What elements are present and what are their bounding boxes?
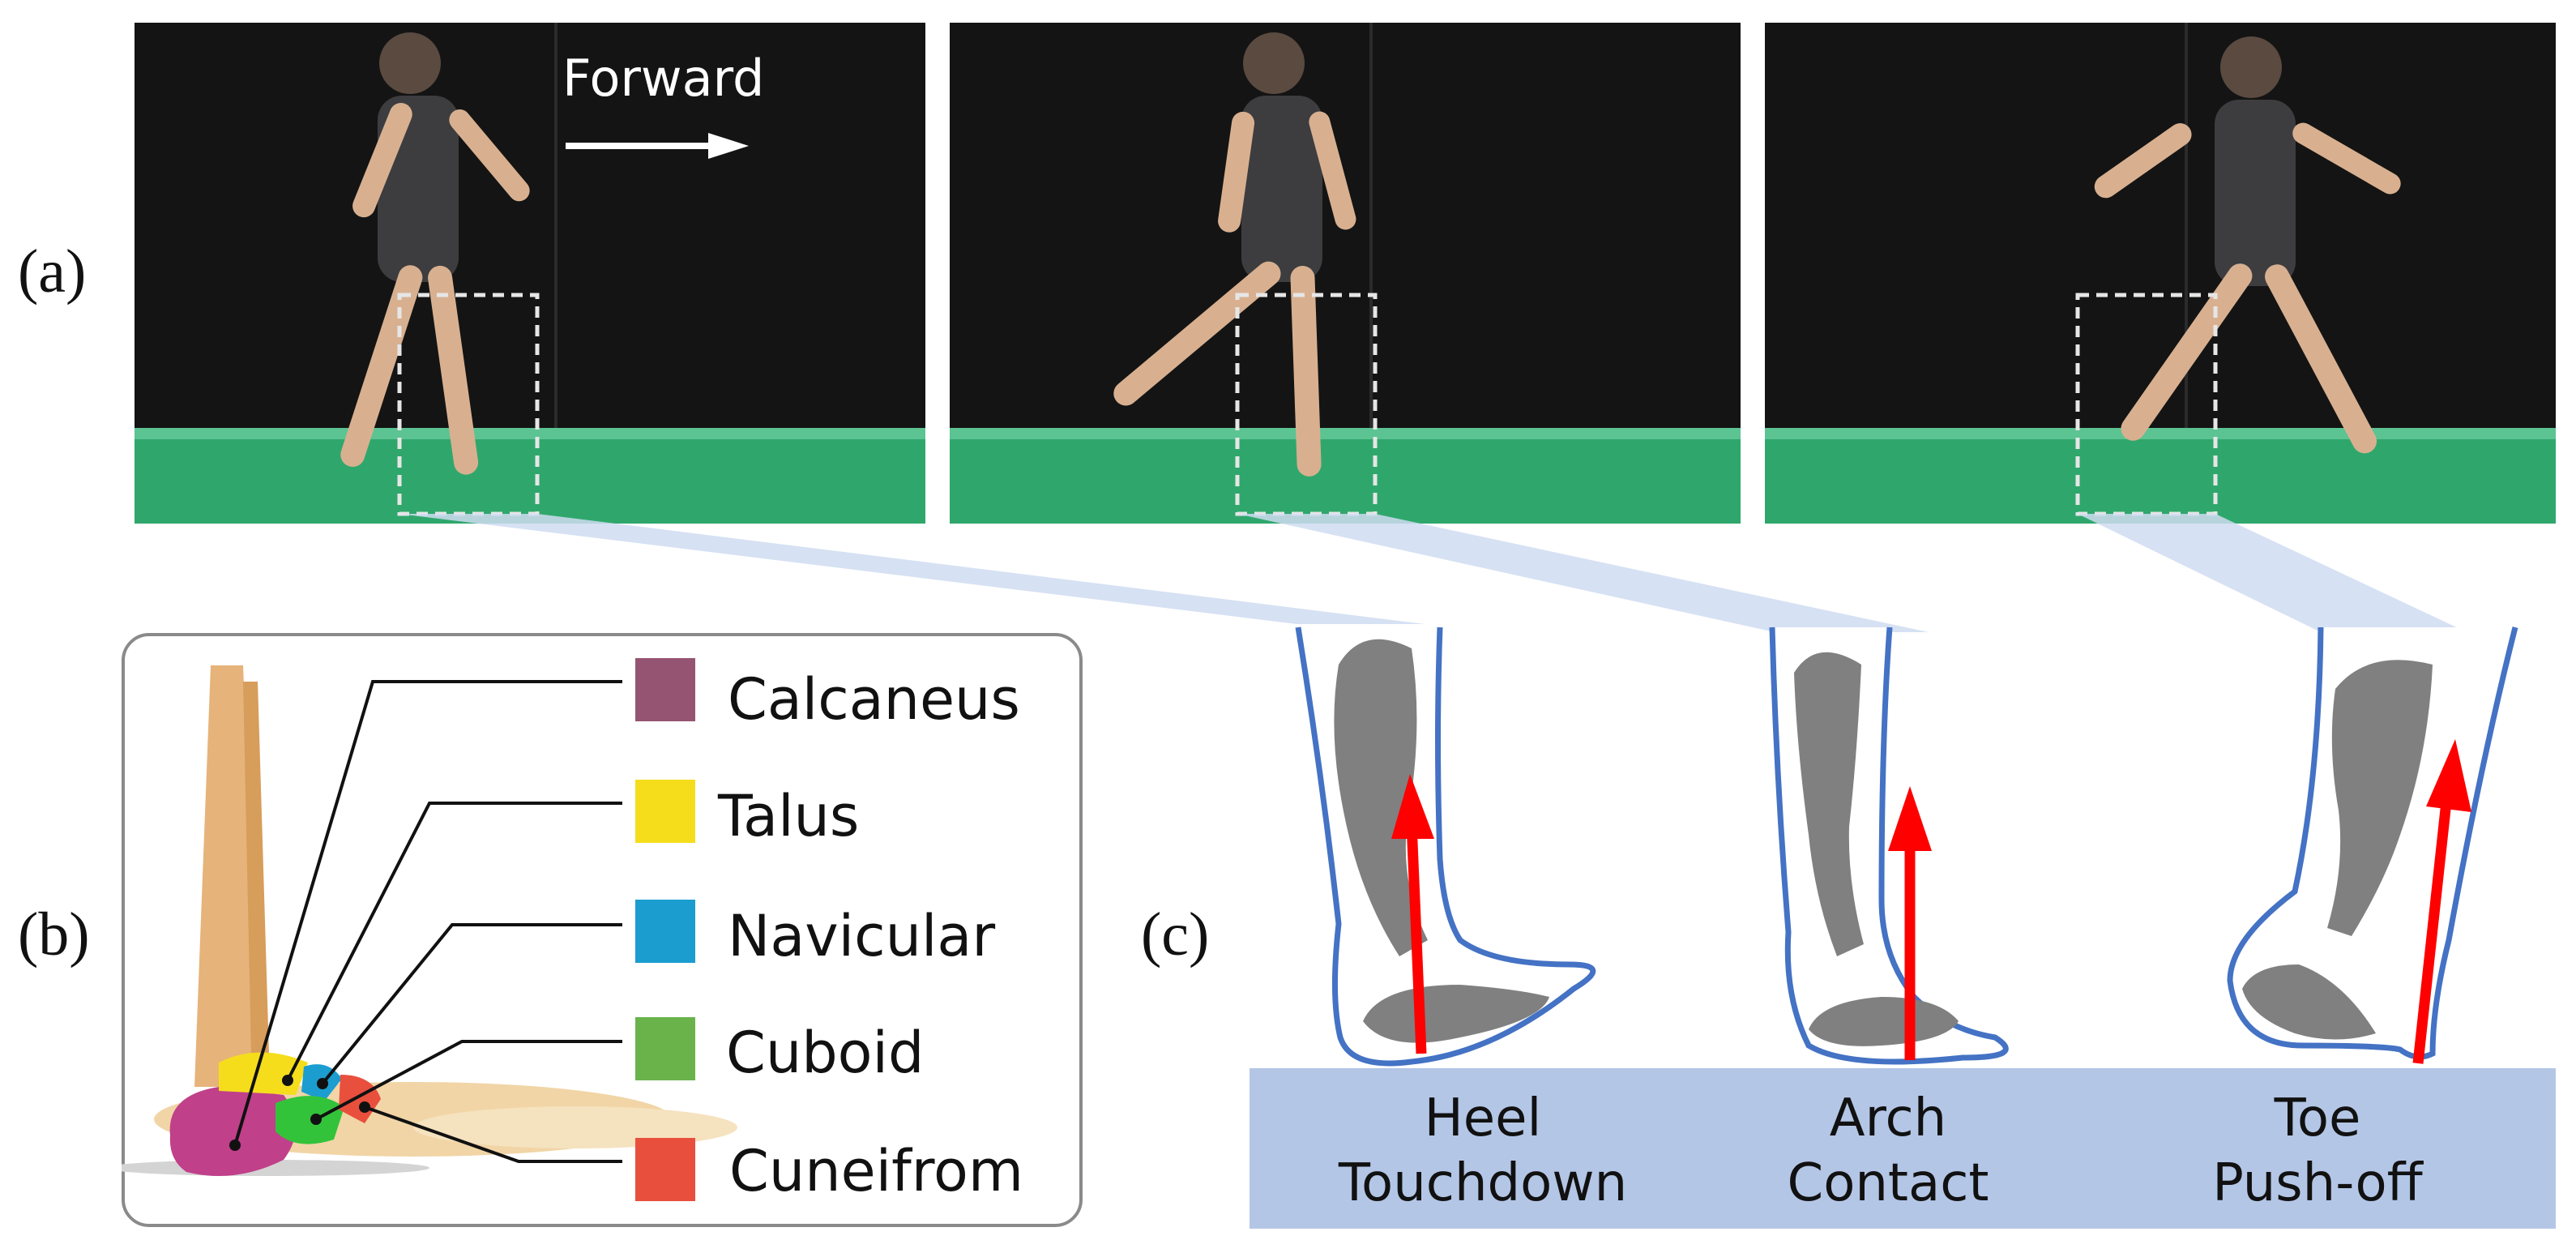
legend-cuboid: Cuboid xyxy=(726,1020,925,1086)
walking-frame-push-off xyxy=(1765,23,2556,524)
swatch-cuboid xyxy=(635,1017,695,1080)
swatch-navicular xyxy=(635,900,695,963)
forward-arrow xyxy=(566,133,749,159)
walking-frame-heel-strike xyxy=(135,23,925,524)
panel-label-c: (c) xyxy=(1141,900,1210,969)
panel-label-b: (b) xyxy=(18,900,90,969)
legend-cuneiform: Cuneifrom xyxy=(729,1138,1024,1204)
forward-label: Forward xyxy=(562,49,765,108)
walking-frame-midstance xyxy=(950,23,1741,524)
legend-navicular: Navicular xyxy=(728,903,996,969)
phase-heel-touchdown-line2: Touchdown xyxy=(1338,1153,1628,1213)
foot-bone-illustration xyxy=(122,665,737,1176)
toe-push-off-foot xyxy=(2227,626,2518,1064)
gait-foot-diagrams xyxy=(1295,626,2518,1067)
phase-arch-contact-line2: Contact xyxy=(1787,1153,1989,1213)
phase-toe-push-off: Toe Push-off xyxy=(2188,1086,2447,1216)
phase-toe-push-off-line2: Push-off xyxy=(2212,1153,2423,1213)
phase-heel-touchdown: Heel Touchdown xyxy=(1329,1086,1637,1216)
legend-calcaneus: Calcaneus xyxy=(728,666,1020,733)
heel-touchdown-foot xyxy=(1295,626,1596,1067)
swatch-talus xyxy=(635,780,695,843)
swatch-calcaneus xyxy=(635,658,695,721)
arch-contact-foot xyxy=(1769,626,2009,1065)
swatch-cuneiform xyxy=(635,1138,695,1201)
phase-arch-contact-line1: Arch xyxy=(1829,1088,1947,1148)
panel-label-a: (a) xyxy=(18,237,87,306)
phase-heel-touchdown-line1: Heel xyxy=(1424,1088,1542,1148)
legend-talus: Talus xyxy=(718,783,860,849)
ground-plane xyxy=(1250,1068,2556,1229)
phase-arch-contact: Arch Contact xyxy=(1766,1086,2010,1216)
phase-toe-push-off-line1: Toe xyxy=(2274,1088,2361,1148)
